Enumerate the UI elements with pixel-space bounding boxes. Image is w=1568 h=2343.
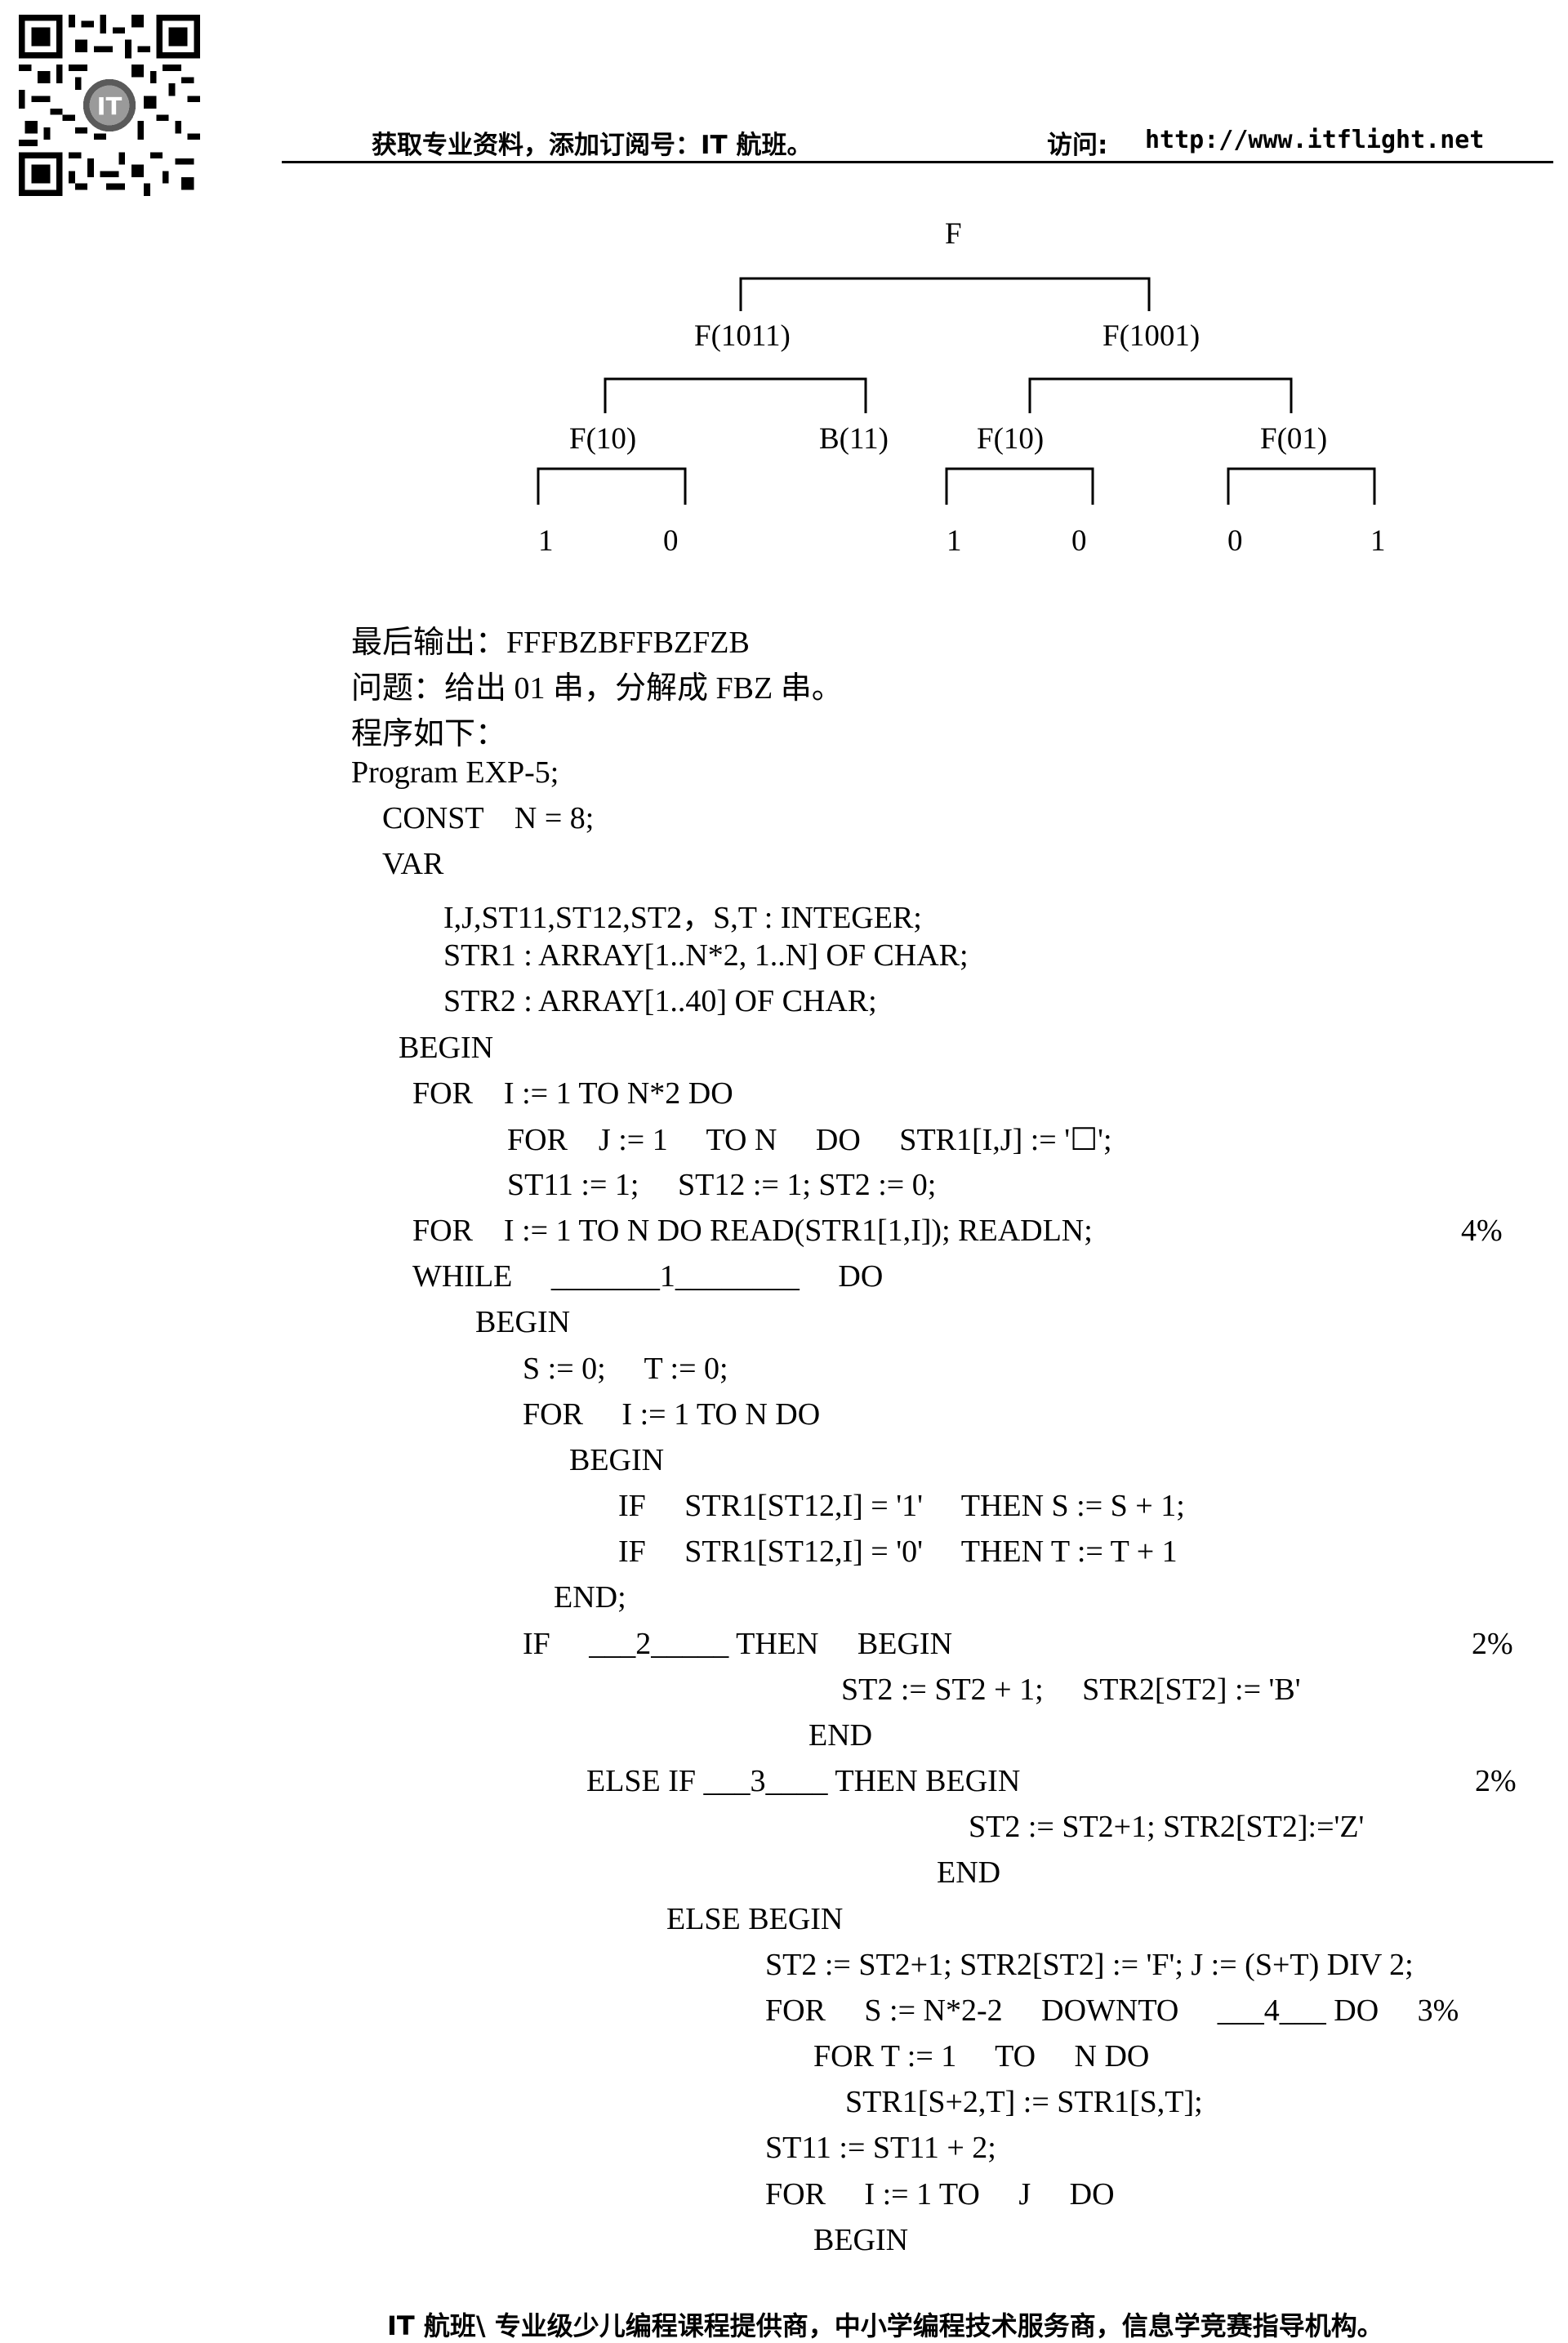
code-line: FOR T := 1 TO N DO (813, 2039, 1150, 2074)
code-line: ST11 := 1; ST12 := 1; ST2 := 0; (507, 1168, 937, 1202)
header-divider (282, 161, 1553, 163)
tree-connector-f1001 (1028, 377, 1293, 413)
tree-connector-root (739, 277, 1151, 311)
code-line: END; (554, 1580, 626, 1615)
svg-text:IT: IT (97, 92, 122, 120)
code-line: STR1 : ARRAY[1..N*2, 1..N] OF CHAR; (443, 938, 969, 973)
code-line: ST2 := ST2+1; STR2[ST2]:='Z' (969, 1810, 1365, 1844)
code-line: S := 0; T := 0; (523, 1352, 728, 1386)
code-line: END (937, 1855, 1001, 1890)
code-line: IF STR1[ST12,I] = '0' THEN T := T + 1 (618, 1535, 1178, 1569)
header-subscribe-text: 获取专业资料，添加订阅号：IT 航班。 (372, 131, 813, 160)
score-percent: 2% (1475, 1764, 1517, 1798)
code-line: FOR I := 1 TO N DO (523, 1397, 821, 1432)
tree-node-f1001: F(1001) (1102, 319, 1200, 353)
program-intro-line: 程序如下： (351, 717, 507, 751)
tree-node-f01: F(01) (1260, 422, 1328, 456)
tree-connector-f1011 (604, 377, 867, 413)
code-line: ELSE BEGIN (666, 1902, 844, 1936)
tree-connector-f10-right (945, 467, 1094, 505)
code-line: BEGIN (475, 1305, 571, 1339)
final-output-line: 最后输出：FFFBZBFFBZFZB (351, 626, 750, 660)
code-line: BEGIN (569, 1443, 665, 1477)
code-line: VAR (382, 847, 444, 881)
code-line: STR2 : ARRAY[1..40] OF CHAR; (443, 984, 877, 1018)
score-percent: 4% (1461, 1214, 1503, 1248)
code-line: BEGIN (813, 2223, 909, 2257)
code-line: FOR I := 1 TO N*2 DO (412, 1076, 733, 1111)
score-percent: 2% (1472, 1627, 1513, 1661)
code-line: ST2 := ST2 + 1; STR2[ST2] := 'B' (841, 1673, 1301, 1707)
code-line: IF STR1[ST12,I] = '1' THEN S := S + 1; (618, 1489, 1185, 1523)
tree-leaf: 0 (1227, 524, 1243, 558)
fbz-tree-diagram (537, 277, 1376, 505)
code-line: FOR S := N*2-2 DOWNTO ___4___ DO 3% (765, 1993, 1459, 2028)
code-line: WHILE _______1________ DO (412, 1259, 884, 1294)
tree-node-f10-a: F(10) (569, 422, 637, 456)
qr-code-image: IT (19, 15, 200, 196)
tree-connector-f10-left (537, 467, 687, 505)
code-line: BEGIN (399, 1031, 494, 1065)
code-line: FOR I := 1 TO J DO (765, 2177, 1115, 2212)
code-line: CONST N = 8; (382, 801, 595, 835)
footer-text: IT 航班\ 专业级少儿编程课程提供商，中小学编程技术服务商，信息学竞赛指导机构… (387, 2310, 1383, 2341)
code-line: END (808, 1718, 873, 1753)
code-line: STR1[S+2,T] := STR1[S,T]; (845, 2085, 1203, 2119)
header-visit-label: 访问: (1047, 131, 1108, 160)
tree-connector-f01 (1227, 467, 1376, 505)
code-line: IF ___2_____ THEN BEGIN (523, 1627, 953, 1661)
code-line: Program EXP-5; (351, 755, 559, 790)
code-line: ST2 := ST2+1; STR2[ST2] := 'F'; J := (S+… (765, 1948, 1414, 1982)
code-line: I,J,ST11,ST12,ST2，S,T : INTEGER; (443, 901, 922, 935)
code-line: FOR I := 1 TO N DO READ(STR1[1,I]); READ… (412, 1214, 1093, 1248)
problem-statement-line: 问题：给出 01 串，分解成 FBZ 串。 (351, 671, 843, 706)
code-line: ELSE IF ___3____ THEN BEGIN (586, 1764, 1021, 1798)
tree-node-f10-b: F(10) (977, 422, 1045, 456)
tree-leaf: 1 (538, 524, 554, 558)
tree-leaf: 1 (947, 524, 962, 558)
tree-node-f1011: F(1011) (694, 319, 791, 353)
tree-leaf: 0 (1071, 524, 1087, 558)
tree-leaf: 1 (1370, 524, 1386, 558)
tree-leaf: 0 (663, 524, 679, 558)
tree-node-b11: B(11) (819, 422, 889, 456)
tree-node-root: F (945, 217, 962, 251)
code-line: ST11 := ST11 + 2; (765, 2131, 996, 2165)
header-url-link[interactable]: http://www.itflight.net (1145, 126, 1485, 154)
code-line: FOR J := 1 TO N DO STR1[I,J] := '☐'; (507, 1123, 1112, 1157)
